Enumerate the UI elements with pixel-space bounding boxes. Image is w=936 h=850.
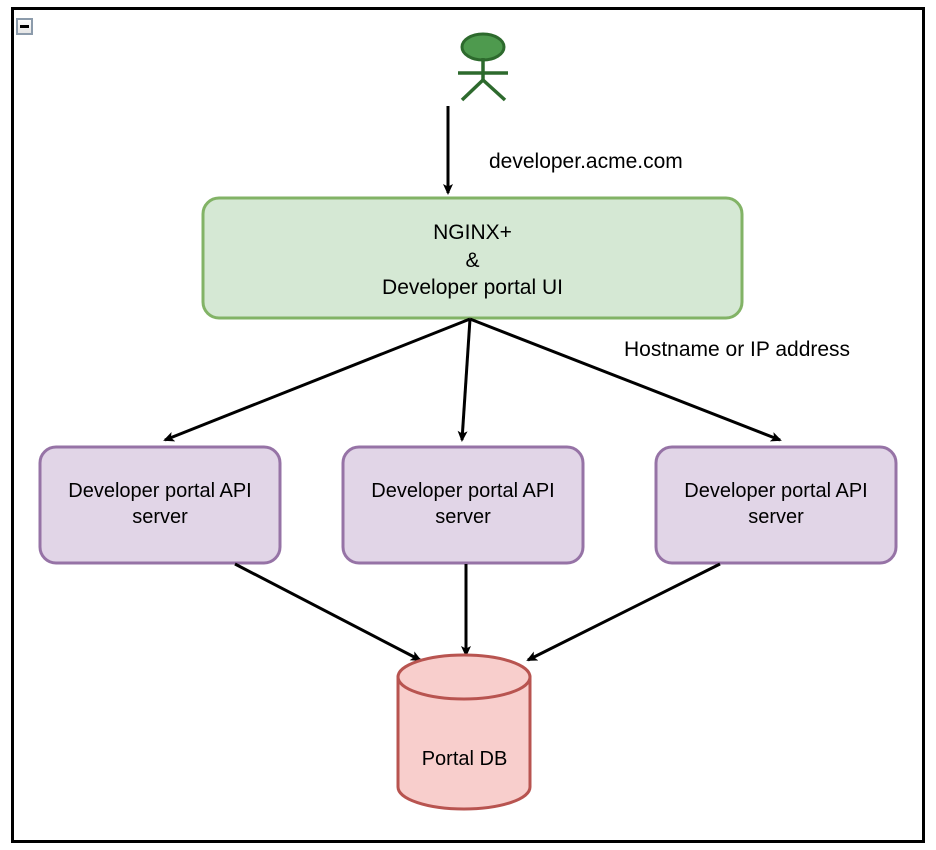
minus-icon bbox=[20, 25, 29, 28]
collapse-minus-button[interactable] bbox=[16, 18, 33, 35]
node-api-server-1[interactable] bbox=[38, 445, 282, 565]
node-nginx[interactable] bbox=[201, 196, 744, 320]
edge-api-1-to-db bbox=[234, 562, 422, 662]
edge-nginx-to-api-1 bbox=[163, 317, 471, 442]
edge-nginx-to-api-3 bbox=[469, 317, 782, 442]
node-portal-db[interactable] bbox=[396, 653, 532, 811]
edge-api-3-to-db bbox=[526, 562, 721, 662]
edge-nginx-to-api-2 bbox=[457, 318, 472, 442]
user-actor-icon bbox=[458, 32, 508, 102]
node-api-server-3[interactable] bbox=[654, 445, 898, 565]
node-api-server-2[interactable] bbox=[341, 445, 585, 565]
edge-label-hostname: Hostname or IP address bbox=[624, 338, 851, 361]
edge-label-domain: developer.acme.com bbox=[489, 150, 683, 173]
